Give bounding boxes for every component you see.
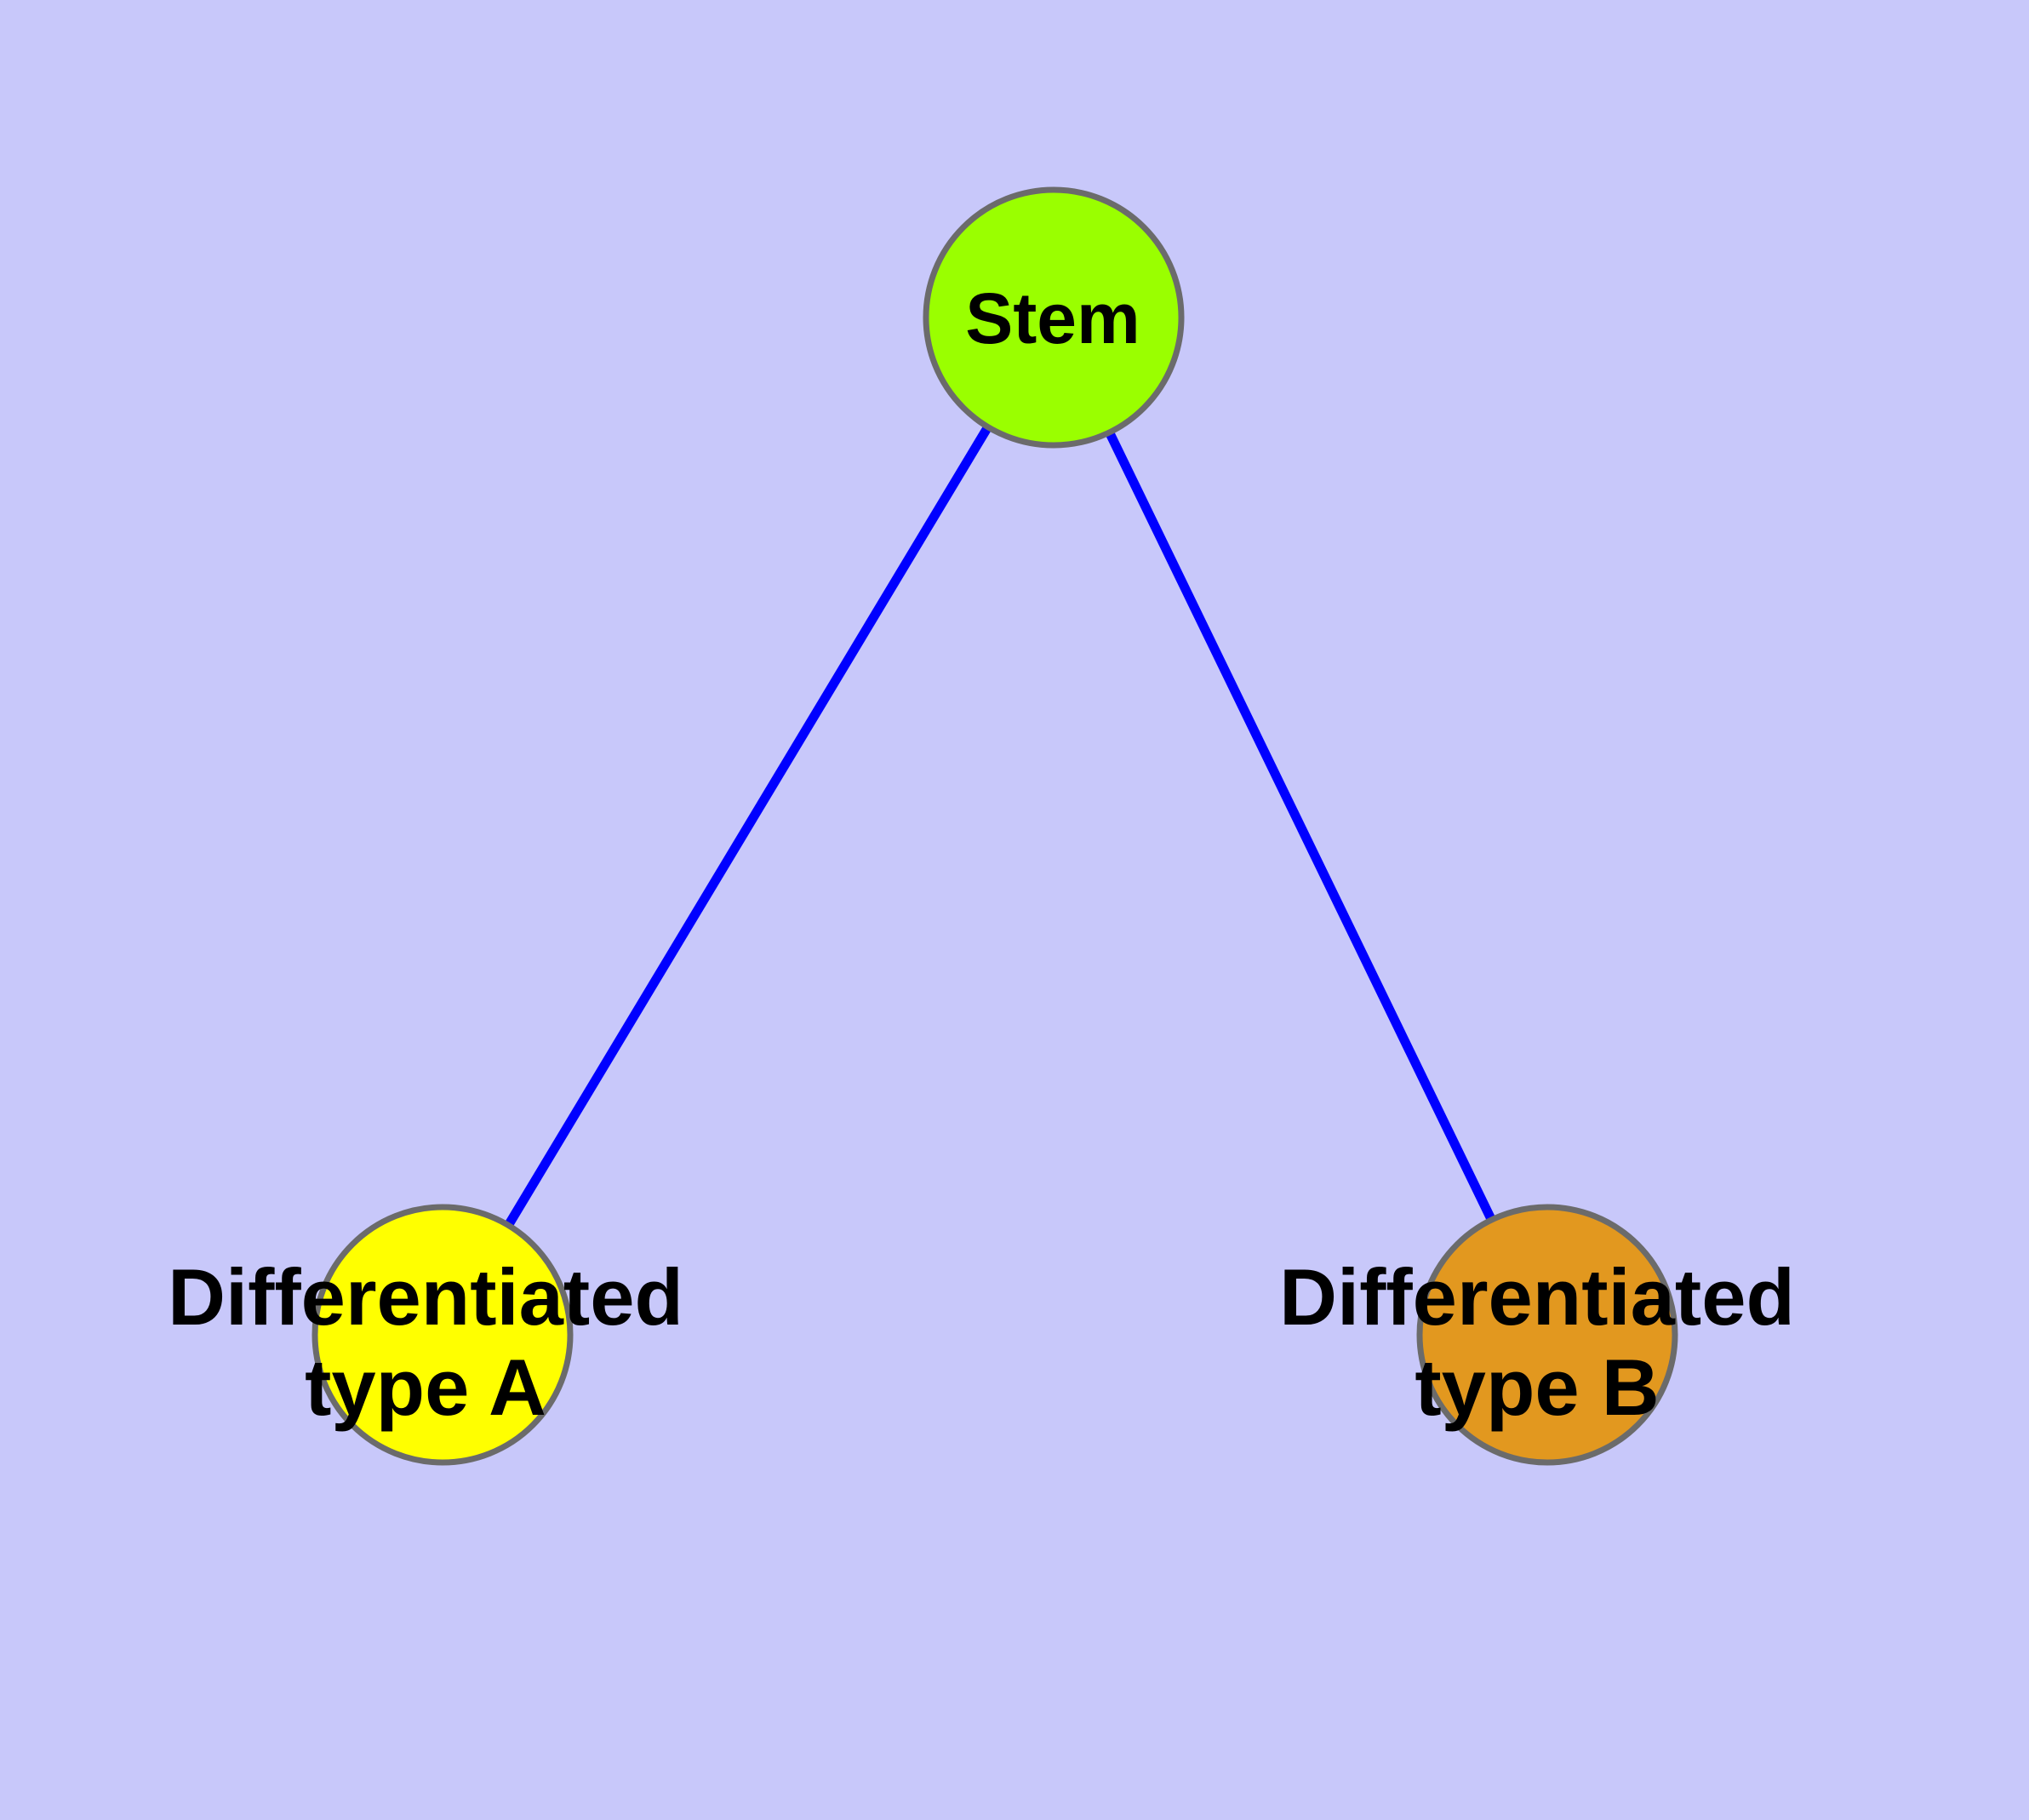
- node-type-b-label-line-1: Differentiated: [1279, 1252, 1795, 1342]
- node-type-a-circle: [311, 1204, 574, 1466]
- node-stem-circle: [923, 186, 1185, 449]
- edge-stem-to-type-b: [1049, 315, 1552, 1337]
- node-type-b-label-line-2: type B: [1415, 1342, 1659, 1432]
- node-type-b-circle: [1416, 1204, 1678, 1466]
- node-type-a-label-line-1: Differentiated: [168, 1252, 683, 1342]
- node-stem-label: Stem: [965, 278, 1140, 358]
- node-type-a-label-line-2: type A: [305, 1342, 546, 1432]
- edge-stem-to-type-a: [438, 315, 1058, 1337]
